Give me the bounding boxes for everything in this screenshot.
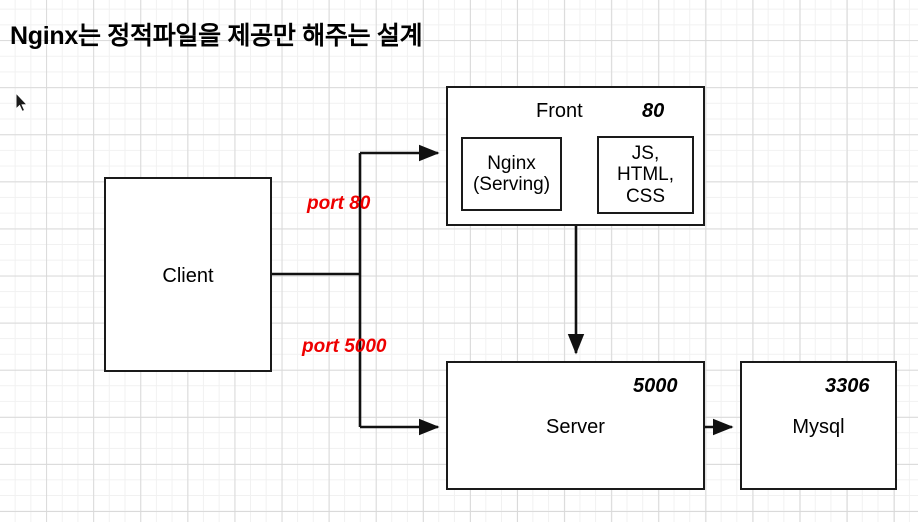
node-server-label: Server: [546, 416, 605, 438]
arrow-pointer-icon: [15, 92, 29, 113]
node-nginx-label: Nginx (Serving): [472, 152, 551, 195]
node-client-label: Client: [162, 265, 214, 287]
node-assets[interactable]: JS, HTML, CSS: [597, 136, 694, 214]
page-title: Nginx는 정적파일을 제공만 해주는 설계: [10, 22, 423, 50]
node-nginx[interactable]: Nginx (Serving): [461, 137, 562, 211]
node-assets-label: JS, HTML, CSS: [617, 143, 674, 207]
node-mysql[interactable]: 3306 Mysql: [740, 361, 897, 490]
node-front-label: Front: [536, 100, 583, 122]
node-front[interactable]: Front 80 Nginx (Serving) JS, HTML, CSS: [446, 86, 705, 226]
node-mysql-port: 3306: [825, 375, 870, 397]
edge-label-port-80: port 80: [307, 193, 371, 214]
node-server[interactable]: 5000 Server: [446, 361, 705, 490]
node-front-port: 80: [642, 100, 665, 122]
edge-label-port-5000: port 5000: [302, 336, 387, 357]
node-server-port: 5000: [633, 375, 678, 397]
node-mysql-label: Mysql: [792, 416, 845, 438]
node-client[interactable]: Client: [104, 177, 272, 372]
